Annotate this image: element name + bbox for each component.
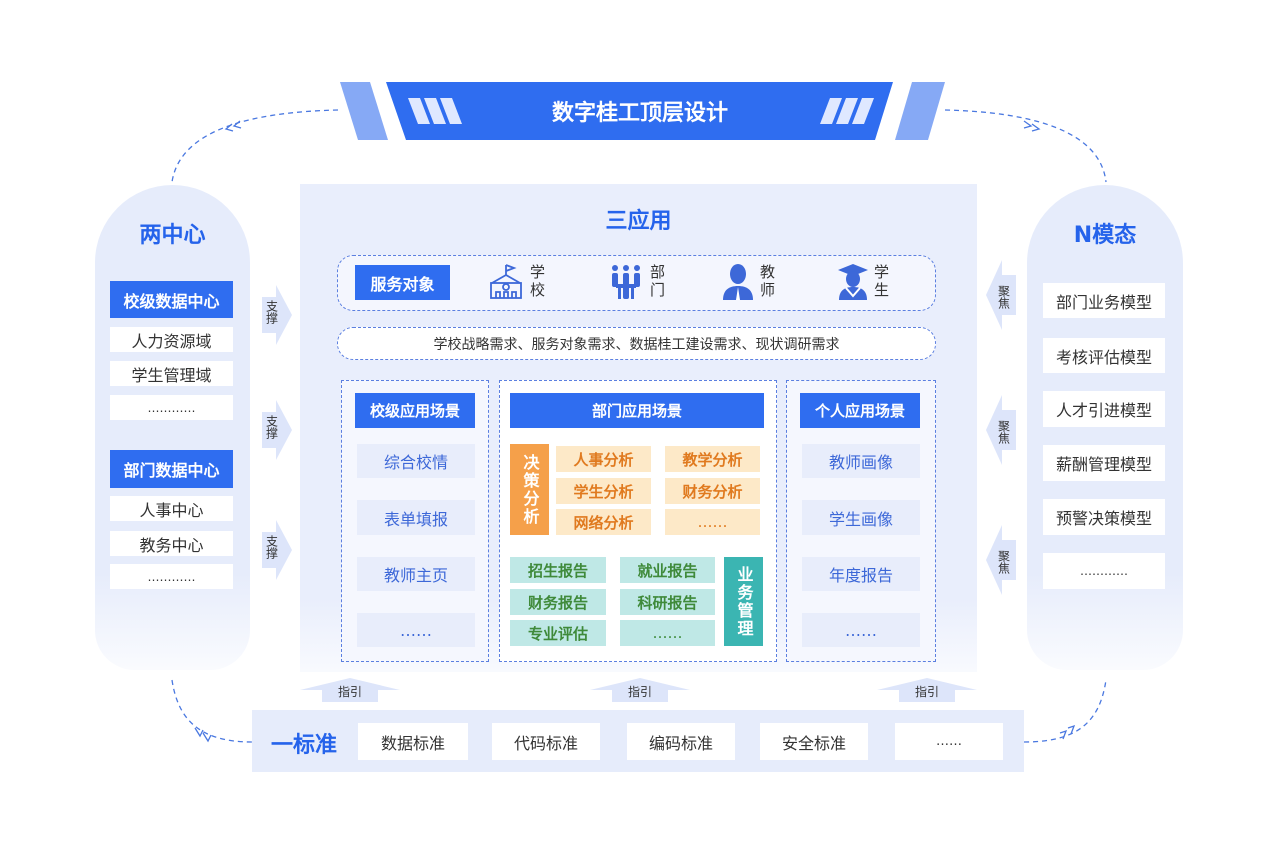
support-label: 支撑 bbox=[264, 415, 279, 439]
focus-label: 聚焦 bbox=[996, 285, 1011, 309]
guide-label: 指引 bbox=[914, 684, 939, 699]
list-item: ………… bbox=[110, 395, 233, 420]
model-item: 人才引进模型 bbox=[1043, 391, 1165, 427]
school-icon bbox=[490, 264, 522, 299]
dept-scenarios-header: 部门应用场景 bbox=[510, 393, 764, 428]
model-item: 考核评估模型 bbox=[1043, 338, 1165, 373]
target-label-school: 学校 bbox=[530, 263, 546, 299]
report-item: 就业报告 bbox=[620, 557, 715, 583]
scenario-item: 教师画像 bbox=[802, 444, 920, 478]
dept-data-center-header: 部门数据中心 bbox=[110, 450, 233, 488]
list-item: 教务中心 bbox=[110, 531, 233, 556]
analysis-item: 财务分析 bbox=[665, 478, 760, 504]
personal-scenarios-header: 个人应用场景 bbox=[800, 393, 920, 428]
analysis-item: 教学分析 bbox=[665, 446, 760, 472]
needs-row: 学校战略需求、服务对象需求、数据桂工建设需求、现状调研需求 bbox=[337, 327, 936, 360]
focus-arrows bbox=[986, 260, 1016, 595]
standard-item: …… bbox=[895, 723, 1003, 760]
report-item: 财务报告 bbox=[510, 589, 606, 615]
list-item: 人力资源域 bbox=[110, 327, 233, 352]
scenario-item: 表单填报 bbox=[357, 500, 475, 535]
student-icon bbox=[838, 264, 868, 300]
report-item: 招生报告 bbox=[510, 557, 606, 583]
model-item: 预警决策模型 bbox=[1043, 499, 1165, 535]
report-item: …… bbox=[620, 620, 715, 646]
school-scenarios-header: 校级应用场景 bbox=[355, 393, 475, 428]
standard-item: 数据标准 bbox=[358, 723, 468, 760]
scenario-item: 教师主页 bbox=[357, 557, 475, 591]
model-item: 薪酬管理模型 bbox=[1043, 445, 1165, 481]
report-item: 专业评估 bbox=[510, 620, 606, 646]
scenario-item: 综合校情 bbox=[357, 444, 475, 478]
guide-label: 指引 bbox=[627, 684, 652, 699]
model-item: ………… bbox=[1043, 553, 1165, 589]
service-targets-label: 服务对象 bbox=[355, 265, 450, 300]
decision-analysis-label: 决策分析 bbox=[510, 444, 549, 535]
report-item: 科研报告 bbox=[620, 589, 715, 615]
teacher-icon bbox=[723, 264, 753, 300]
banner-title: 数字桂工顶层设计 bbox=[551, 101, 728, 126]
two-centers-panel bbox=[95, 185, 250, 670]
list-item: ………… bbox=[110, 564, 233, 589]
three-apps-title: 三应用 bbox=[605, 209, 672, 234]
focus-label: 聚焦 bbox=[996, 420, 1011, 444]
scenario-item: …… bbox=[802, 613, 920, 647]
target-label-student: 学生 bbox=[874, 263, 890, 299]
support-arrows bbox=[262, 285, 292, 580]
department-icon bbox=[612, 265, 640, 299]
standard-item: 代码标准 bbox=[492, 723, 600, 760]
analysis-item: 人事分析 bbox=[556, 446, 651, 472]
school-data-center-header: 校级数据中心 bbox=[110, 281, 233, 318]
standard-item: 安全标准 bbox=[760, 723, 868, 760]
support-label: 支撑 bbox=[264, 300, 279, 324]
focus-label: 聚焦 bbox=[996, 550, 1011, 574]
one-standard-title: 一标准 bbox=[270, 733, 337, 758]
business-management-label: 业务管理 bbox=[724, 557, 763, 646]
target-label-teacher: 教师 bbox=[760, 263, 776, 299]
guide-arrows bbox=[300, 678, 977, 702]
model-item: 部门业务模型 bbox=[1043, 283, 1165, 318]
two-centers-title: 两中心 bbox=[139, 223, 206, 248]
scenario-item: 年度报告 bbox=[802, 557, 920, 591]
support-label: 支撑 bbox=[264, 535, 279, 559]
analysis-item: 学生分析 bbox=[556, 478, 651, 504]
analysis-item: …… bbox=[665, 509, 760, 535]
analysis-item: 网络分析 bbox=[556, 509, 651, 535]
banner-shape bbox=[340, 82, 945, 140]
list-item: 人事中心 bbox=[110, 496, 233, 521]
target-label-department: 部门 bbox=[650, 263, 666, 299]
scenario-item: 学生画像 bbox=[802, 500, 920, 535]
list-item: 学生管理域 bbox=[110, 361, 233, 386]
n-modes-panel bbox=[1027, 185, 1183, 670]
scenario-item: …… bbox=[357, 613, 475, 647]
standard-item: 编码标准 bbox=[627, 723, 735, 760]
guide-label: 指引 bbox=[337, 684, 362, 699]
n-modes-title: N模态 bbox=[1073, 223, 1137, 248]
